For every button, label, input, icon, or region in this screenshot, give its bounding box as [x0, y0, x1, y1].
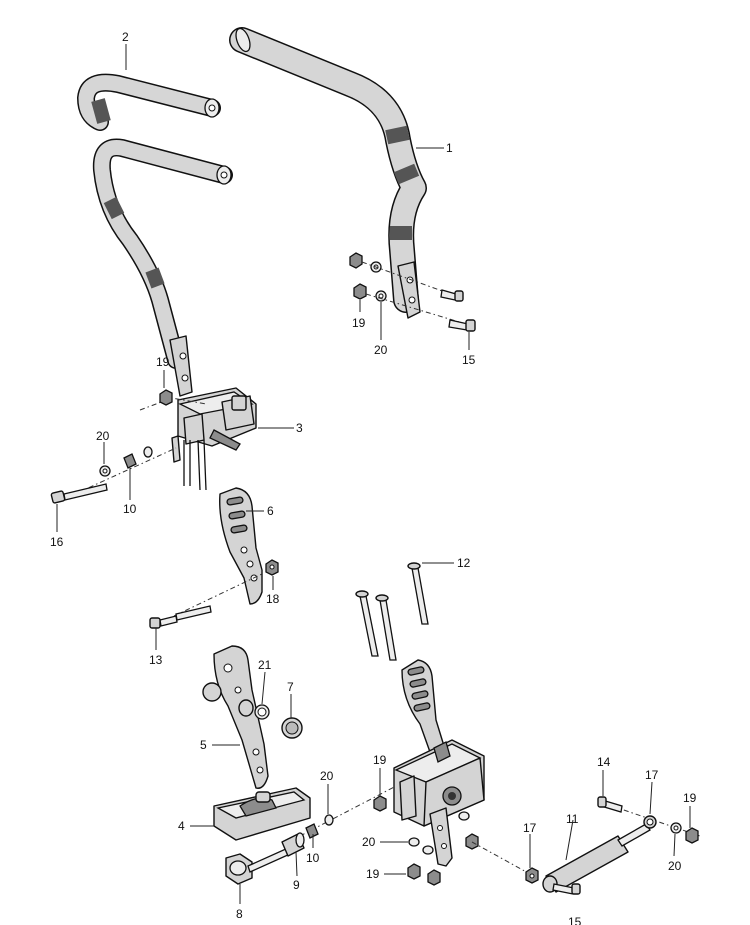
nut-19-left: [159, 389, 173, 406]
callout-19-c: 19: [373, 753, 387, 767]
callout-7: 7: [287, 680, 294, 694]
callout-20-b: 20: [374, 343, 388, 357]
spacer-21: [254, 704, 270, 720]
callout-3: 3: [296, 421, 303, 435]
callout-19-b: 19: [352, 316, 366, 330]
hardware-right-cluster: [373, 795, 531, 886]
lever-right-assembly: [401, 659, 445, 753]
callout-labels: 2 1 3 19 20 10 16 6 18 13 12 19 20 15 21…: [50, 30, 697, 925]
callout-17-b: 17: [645, 768, 659, 782]
callout-9: 9: [293, 878, 300, 892]
callout-21: 21: [258, 658, 272, 672]
hardware-handle-1: [349, 252, 476, 332]
callout-19-e: 19: [683, 791, 697, 805]
callout-6: 6: [267, 504, 274, 518]
callout-19-a: 19: [156, 355, 170, 369]
base-block-4: [213, 787, 311, 841]
hardware-base: [299, 783, 401, 839]
callout-20-c: 20: [320, 769, 334, 783]
control-block-right: [393, 739, 485, 827]
bushing-7: [281, 717, 303, 739]
handle-bar-1: [229, 27, 427, 319]
callout-2: 2: [122, 30, 129, 44]
callout-14: 14: [597, 755, 611, 769]
handle-bar-left-upright: [92, 138, 233, 397]
callout-4: 4: [178, 819, 185, 833]
callout-16: 16: [50, 535, 64, 549]
nut-18: [265, 559, 279, 576]
callout-17-a: 17: [523, 821, 537, 835]
callout-19-d: 19: [366, 867, 380, 881]
callout-12: 12: [457, 556, 471, 570]
gas-spring-11: [542, 805, 701, 895]
callout-20-d: 20: [362, 835, 376, 849]
lever-6: [219, 487, 263, 605]
callout-5: 5: [200, 738, 207, 752]
callout-18: 18: [266, 592, 280, 606]
callout-20-e: 20: [668, 859, 682, 873]
handle-bar-2: [77, 73, 221, 131]
hardware-gas-spring: [525, 796, 699, 884]
mount-plate-right: [429, 807, 453, 867]
pins-12: [355, 562, 429, 661]
callout-13: 13: [149, 653, 163, 667]
callout-10-b: 10: [306, 851, 320, 865]
knob-8: [225, 853, 253, 885]
leader-lines: [56, 44, 691, 904]
bracket-3: [139, 387, 257, 491]
callout-8: 8: [236, 907, 243, 921]
shaft-9: [247, 832, 305, 873]
callout-1: 1: [446, 141, 453, 155]
callout-15-a: 15: [462, 353, 476, 367]
bolt-13: [149, 573, 263, 629]
callout-11: 11: [566, 812, 579, 826]
hardware-left-bracket: [50, 446, 177, 504]
lever-arm-5: [202, 645, 269, 789]
callout-20-a: 20: [96, 429, 110, 443]
callout-10-a: 10: [123, 502, 137, 516]
callout-15-b: 15: [568, 915, 582, 925]
